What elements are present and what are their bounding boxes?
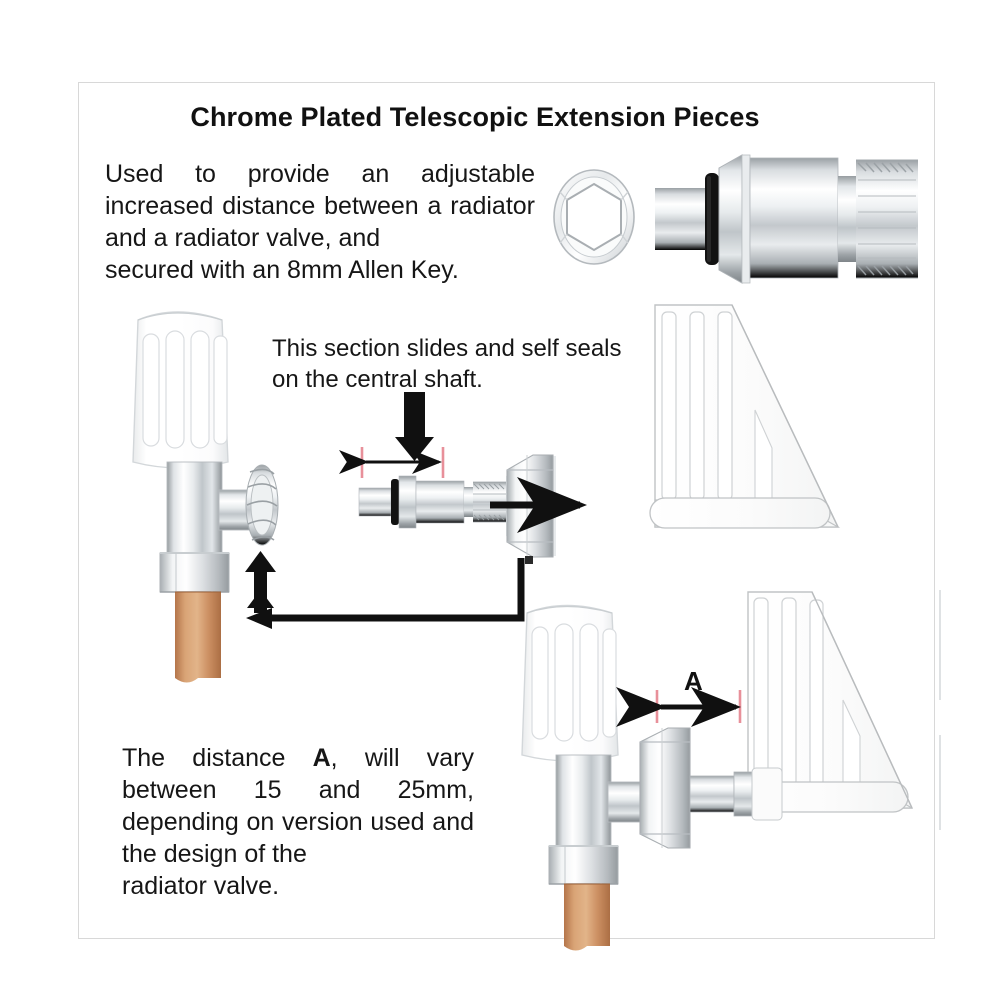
intro-line-2: increased distance between a xyxy=(105,192,442,220)
chrome-extension-piece xyxy=(655,154,918,284)
slide-note-line-1: This section slides and self xyxy=(272,335,559,362)
distance-note-line-4: and the design of the xyxy=(122,808,475,868)
radiator-valve-assembly xyxy=(132,311,279,683)
distance-note-bold: A xyxy=(312,744,331,772)
intro-line-4: secured with an 8mm Allen Key. xyxy=(105,256,459,284)
radiator-panel-cutaway xyxy=(649,304,841,529)
intro-paragraph: Used to provide an adjustable increased … xyxy=(105,158,535,286)
hex-nut xyxy=(490,454,587,564)
hex-socket-icon xyxy=(553,169,635,265)
chrome-extension-piece-small xyxy=(358,475,507,529)
travel-dimension xyxy=(339,447,445,478)
intro-line-3: radiator and a radiator valve, and xyxy=(105,192,535,252)
page-title: Chrome Plated Telescopic Extension Piece… xyxy=(190,102,760,132)
radiator-valve-assembly-installed xyxy=(521,604,783,951)
down-arrow xyxy=(395,392,434,461)
slide-note: This section slides and self seals on th… xyxy=(272,333,622,395)
dimension-a-marker xyxy=(616,687,742,727)
intro-line-1: Used to provide an adjustable xyxy=(105,160,535,188)
distance-note-line-5: radiator valve. xyxy=(122,872,280,900)
radiator-panel-cutaway-bottom xyxy=(741,590,941,830)
dimension-a-label: A xyxy=(684,666,703,696)
slide-note-line-2: seals on the central shaft. xyxy=(272,335,622,393)
distance-note: The distance A, will vary between 15 and… xyxy=(122,742,474,902)
distance-note-line-1: The distance A, will vary xyxy=(122,744,474,772)
assembly-arrow xyxy=(245,551,525,629)
distance-note-line-3: depending on version used xyxy=(122,808,425,836)
distance-note-line-2: between 15 and 25mm, xyxy=(122,776,474,804)
